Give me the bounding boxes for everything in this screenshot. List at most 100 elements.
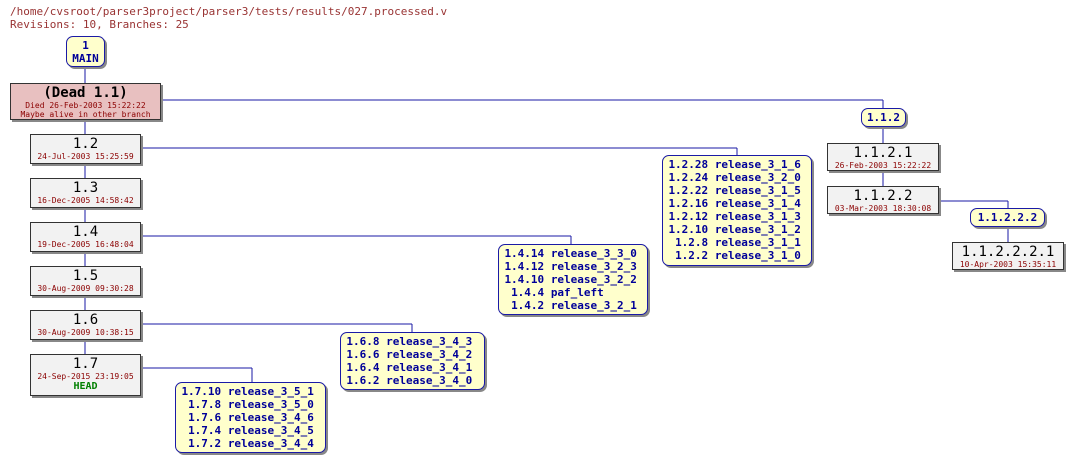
- revision-1-4[interactable]: 1.4 19-Dec-2005 16:48:04: [30, 222, 141, 252]
- revision-1-1-2-1[interactable]: 1.1.2.1 26-Feb-2003 15:22:22: [827, 143, 939, 171]
- revision-date: 24-Jul-2003 15:25:59: [37, 152, 134, 161]
- branch-tag-row[interactable]: 1.7.8 release_3_5_0: [181, 398, 320, 411]
- revision-1-1-2-2[interactable]: 1.1.2.2 03-Mar-2003 18:30:08: [827, 186, 939, 214]
- branch-tag-row[interactable]: 1.7.6 release_3_4_6: [181, 411, 320, 424]
- branch-tag-row[interactable]: 1.2.28 release_3_1_6: [668, 158, 806, 171]
- branch-tag-rev: 1.2.2: [675, 249, 709, 262]
- branch-tag-rev: 1.4.12: [504, 260, 545, 273]
- branch-tag-row[interactable]: 1.4.4 paf_left: [504, 286, 642, 299]
- dead-note: Maybe alive in other branch: [20, 110, 151, 119]
- branch-tag-rev: 1.4.14: [504, 247, 545, 260]
- revision-date: 26-Feb-2003 15:22:22: [834, 161, 932, 170]
- branch-tag-name: release_3_2_0: [714, 171, 801, 184]
- revision-number: 1.1.2.1: [853, 145, 913, 161]
- branch-tag-rev: 1.4.2: [511, 299, 545, 312]
- branch-tag-row[interactable]: 1.7.10 release_3_5_1: [181, 385, 320, 398]
- branch-tag-name: release_3_4_3: [386, 335, 473, 348]
- branch-tag-name: release_3_1_4: [714, 197, 801, 210]
- branch-tag-rev: 1.6.2: [346, 374, 380, 387]
- branch-tag-rev: 1.2.16: [668, 197, 709, 210]
- branch-tag-name: release_3_4_1: [386, 361, 473, 374]
- branch-tag-row[interactable]: 1.6.8 release_3_4_3: [346, 335, 479, 348]
- revision-dead-1-1[interactable]: (Dead 1.1) Died 26-Feb-2003 15:22:22 May…: [10, 83, 161, 120]
- revision-1-6[interactable]: 1.6 30-Aug-2009 10:38:15: [30, 310, 141, 340]
- branch-tag-rev: 1.2.28: [668, 158, 709, 171]
- branch-tag-rev: 1.7.6: [188, 411, 222, 424]
- branch-tag-name: release_3_4_4: [227, 437, 314, 450]
- branch-1-1-2[interactable]: 1.1.2: [861, 108, 906, 127]
- branch-tag-name: release_3_1_6: [714, 158, 801, 171]
- branch-tag-rev: 1.2.8: [675, 236, 709, 249]
- branch-tag-name: release_3_1_2: [714, 223, 801, 236]
- head-tag: HEAD: [73, 381, 98, 392]
- branch-tag-name: release_3_1_3: [714, 210, 801, 223]
- branch-tag-rev: 1.2.22: [668, 184, 709, 197]
- branch-tag-rev: 1.2.12: [668, 210, 709, 223]
- branch-tag-row[interactable]: 1.4.14 release_3_3_0: [504, 247, 642, 260]
- branch-tag-row[interactable]: 1.4.12 release_3_2_3: [504, 260, 642, 273]
- revision-1-2[interactable]: 1.2 24-Jul-2003 15:25:59: [30, 134, 141, 164]
- branch-1-1-2-2-2[interactable]: 1.1.2.2.2: [970, 208, 1045, 227]
- branch-tag-row[interactable]: 1.2.10 release_3_1_2: [668, 223, 806, 236]
- branch-tag-name: release_3_2_2: [550, 273, 637, 286]
- branch-label: 1.1.2.2.2: [977, 211, 1038, 224]
- trunk-branch-id: 1: [82, 39, 89, 52]
- branch-tag-rev: 1.4.4: [511, 286, 545, 299]
- revision-number: 1.1.2.2.2.1: [961, 244, 1055, 260]
- trunk-branch-main[interactable]: 1 MAIN: [66, 36, 105, 67]
- branch-tag-name: release_3_1_1: [714, 236, 801, 249]
- revision-1-7[interactable]: 1.7 24-Sep-2015 23:19:05 HEAD: [30, 354, 141, 396]
- branch-tag-row[interactable]: 1.2.2 release_3_1_0: [668, 249, 806, 262]
- revision-date: 03-Mar-2003 18:30:08: [834, 204, 932, 213]
- revision-date: 16-Dec-2005 14:58:42: [37, 196, 134, 205]
- branch-tag-row[interactable]: 1.2.12 release_3_1_3: [668, 210, 806, 223]
- revision-number: 1.3: [72, 180, 99, 196]
- branch-tag-name: release_3_2_3: [550, 260, 637, 273]
- branch-tag-rev: 1.7.4: [188, 424, 222, 437]
- branch-tag-rev: 1.6.4: [346, 361, 380, 374]
- branch-tag-name: release_3_1_0: [714, 249, 801, 262]
- branch-tag-row[interactable]: 1.2.24 release_3_2_0: [668, 171, 806, 184]
- branch-tag-row[interactable]: 1.4.2 release_3_2_1: [504, 299, 642, 312]
- dead-died-date: Died 26-Feb-2003 15:22:22: [25, 101, 146, 110]
- branch-tag-rev: 1.4.10: [504, 273, 545, 286]
- revision-number: 1.7: [72, 356, 99, 372]
- branch-tag-row[interactable]: 1.4.10 release_3_2_2: [504, 273, 642, 286]
- revision-date: 24-Sep-2015 23:19:05: [37, 372, 134, 381]
- file-path: /home/cvsroot/parser3project/parser3/tes…: [10, 5, 448, 18]
- branch-tag-row[interactable]: 1.2.22 release_3_1_5: [668, 184, 806, 197]
- branch-tag-name: release_3_5_0: [227, 398, 314, 411]
- revision-1-5[interactable]: 1.5 30-Aug-2009 09:30:28: [30, 266, 141, 296]
- branch-tag-row[interactable]: 1.2.16 release_3_1_4: [668, 197, 806, 210]
- branch-tag-name: release_3_4_0: [386, 374, 473, 387]
- revision-summary: Revisions: 10, Branches: 25: [10, 18, 189, 31]
- branch-tag-name: release_3_5_1: [227, 385, 314, 398]
- dead-title: (Dead 1.1): [43, 85, 128, 101]
- branch-tag-name: release_3_4_5: [227, 424, 314, 437]
- branch-tag-rev: 1.2.10: [668, 223, 709, 236]
- branch-tag-row[interactable]: 1.2.8 release_3_1_1: [668, 236, 806, 249]
- branch-tag-name: paf_left: [550, 286, 604, 299]
- branch-tag-row[interactable]: 1.7.4 release_3_4_5: [181, 424, 320, 437]
- branch-tag-rev: 1.6.6: [346, 348, 380, 361]
- revision-number: 1.4: [72, 224, 99, 240]
- branch-tag-name: release_3_4_6: [227, 411, 314, 424]
- branch-tag-row[interactable]: 1.6.4 release_3_4_1: [346, 361, 479, 374]
- branch-tag-row[interactable]: 1.6.6 release_3_4_2: [346, 348, 479, 361]
- branch-tag-name: release_3_3_0: [550, 247, 637, 260]
- branch-tag-row[interactable]: 1.7.2 release_3_4_4: [181, 437, 320, 450]
- revision-date: 30-Aug-2009 09:30:28: [37, 284, 134, 293]
- branch-tag-rev: 1.7.8: [188, 398, 222, 411]
- revision-1-3[interactable]: 1.3 16-Dec-2005 14:58:42: [30, 178, 141, 208]
- branch-tag-row[interactable]: 1.6.2 release_3_4_0: [346, 374, 479, 387]
- revision-number: 1.6: [72, 312, 99, 328]
- branch-tag-rev: 1.7.2: [188, 437, 222, 450]
- branch-tag-rev: 1.7.10: [181, 385, 222, 398]
- branch-tag-rev: 1.2.24: [668, 171, 709, 184]
- revision-date: 19-Dec-2005 16:48:04: [37, 240, 134, 249]
- revision-1-1-2-2-2-1[interactable]: 1.1.2.2.2.1 10-Apr-2003 15:35:11: [952, 242, 1064, 270]
- branch-tag-name: release_3_1_5: [714, 184, 801, 197]
